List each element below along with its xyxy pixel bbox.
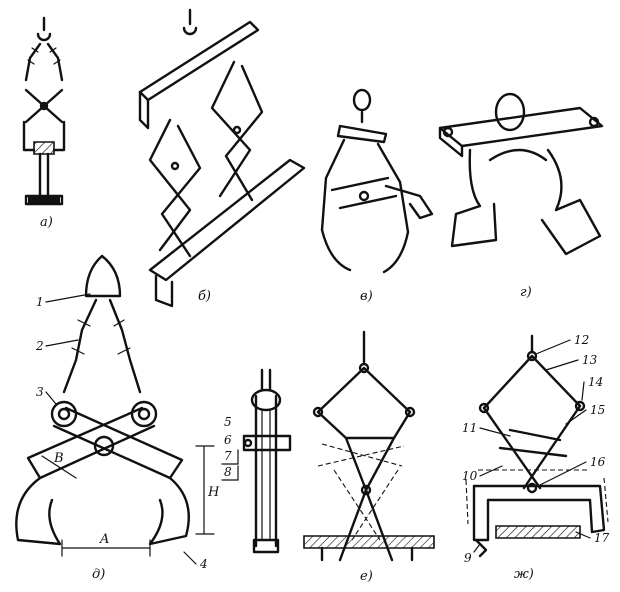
caption-v: в)	[360, 289, 373, 304]
dim-h: Н	[207, 485, 220, 500]
panel-d-side-view	[242, 368, 292, 554]
panel-v-hook-tongs	[320, 88, 434, 274]
callout-7: 7	[224, 449, 232, 463]
callout-14: 14	[588, 375, 603, 389]
callout-17: 17	[594, 531, 610, 545]
panel-d-scissor-tongs	[15, 254, 215, 557]
caption-zh: ж)	[514, 567, 534, 582]
caption-g: г)	[520, 285, 532, 300]
panel-b-beam-grips	[138, 8, 306, 308]
callout-1: 1	[36, 295, 44, 309]
panel-a-tongs	[22, 16, 66, 206]
callout-11: 11	[462, 421, 477, 435]
dim-b: В	[53, 451, 64, 466]
caption-e: е)	[360, 569, 373, 584]
caption-a: а)	[40, 215, 53, 230]
callout-13: 13	[582, 353, 598, 367]
panel-e-scissor-lifter	[303, 330, 435, 562]
panel-zh-lifter	[465, 334, 609, 558]
callout-10: 10	[462, 469, 478, 483]
callout-6: 6	[224, 433, 232, 447]
callout-5: 5	[224, 415, 232, 429]
callout-3: 3	[36, 385, 44, 399]
callout-12: 12	[574, 333, 589, 347]
caption-b: б)	[198, 289, 211, 304]
callout-4: 4	[199, 557, 208, 571]
callout-8: 8	[224, 465, 232, 479]
callout-15: 15	[590, 403, 605, 417]
callout-9: 9	[464, 551, 472, 565]
caption-d: д)	[92, 567, 105, 582]
callout-2: 2	[35, 339, 44, 353]
callout-16: 16	[590, 455, 606, 469]
dim-a: A	[99, 532, 109, 547]
panel-g-heavy-clamp	[438, 92, 604, 256]
